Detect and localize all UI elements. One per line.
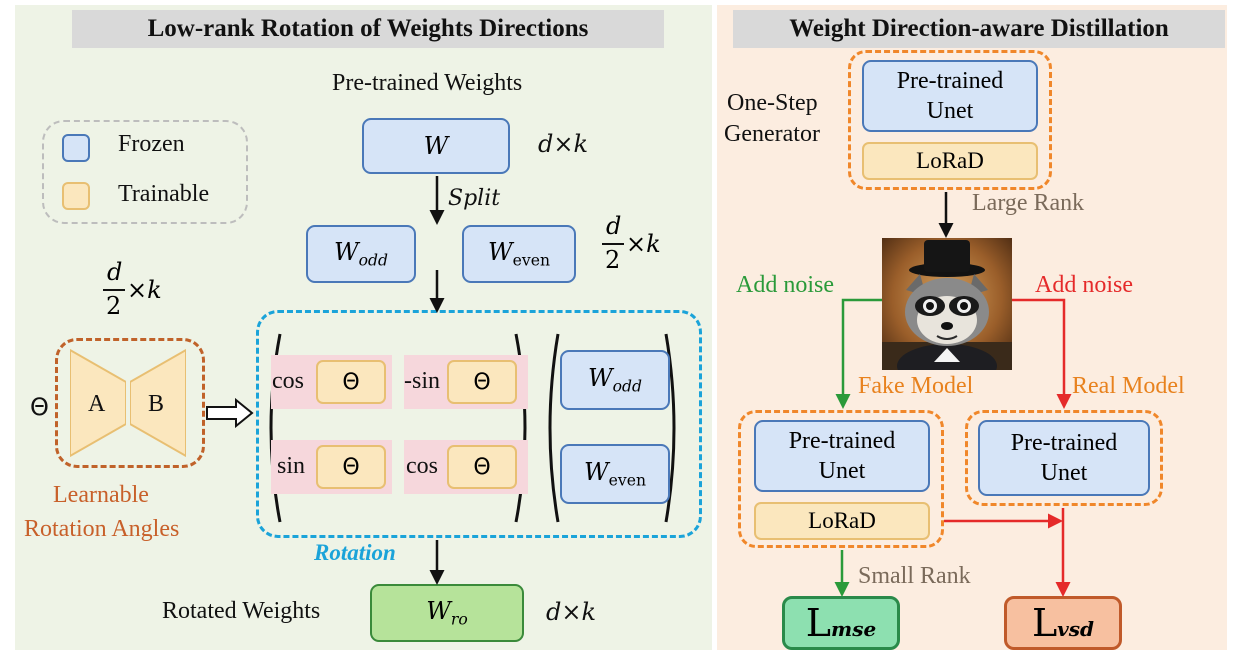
rotated-weights-label: Rotated Weights: [162, 598, 321, 624]
real-model-label: Real Model: [1072, 373, 1185, 399]
generator-unet-line1: Pre-trained: [896, 68, 1004, 94]
l-vsd-box: Lvsd: [1004, 596, 1122, 650]
half-dk-right-den: 2: [605, 246, 621, 274]
real-model-block: [965, 410, 1163, 506]
vector-w-even-box: Weven: [560, 444, 670, 504]
fake-lorad-label: LoRaD: [808, 508, 876, 533]
theta-box-2: Θ: [447, 360, 517, 404]
half-dk-right-num: d: [606, 212, 622, 240]
vector-w-odd-sub: odd: [612, 377, 643, 396]
half-dk-right-bar: [602, 243, 624, 245]
real-unet-line2: Unet: [1040, 460, 1088, 486]
vector-w-odd-box: Wodd: [560, 350, 670, 410]
one-step-line1: One-Step: [727, 90, 818, 116]
fake-model-label: Fake Model: [858, 373, 974, 399]
generator-unet-line2: Unet: [926, 98, 974, 124]
a-label: A: [88, 391, 106, 417]
hollow-arrow-icon: [206, 398, 254, 428]
w-even-sub: even: [512, 251, 550, 270]
split-label: Split: [448, 186, 501, 211]
encoder-a-shape: [70, 348, 126, 458]
l-mse-sub: mse: [831, 617, 877, 641]
real-unet-box: Pre-trained Unet: [978, 420, 1150, 496]
l-mse-box: Lmse: [782, 596, 900, 650]
neg-sin-label: -sin: [404, 368, 440, 394]
w-box: W: [362, 118, 510, 174]
add-noise-green-label: Add noise: [736, 272, 834, 298]
sin-label: sin: [277, 453, 306, 479]
dxk-top-label: d×k: [538, 130, 589, 158]
w-odd-sub: odd: [358, 251, 389, 270]
fake-model-block: [738, 410, 944, 548]
theta-box-1: Θ: [316, 360, 386, 404]
legend-frozen-swatch: [62, 134, 90, 162]
w-odd-box: Wodd: [306, 225, 416, 283]
generator-unet-box: Pre-trained Unet: [862, 60, 1038, 132]
add-noise-red-label: Add noise: [1035, 272, 1133, 298]
vector-w-even-sub: even: [608, 471, 646, 490]
generated-raccoon-image: [882, 238, 1012, 370]
l-vsd-base: L: [1031, 601, 1058, 645]
real-unet-line1: Pre-trained: [1010, 430, 1118, 456]
generator-block: [848, 50, 1052, 190]
legend-trainable-swatch: [62, 182, 90, 210]
dxk-bottom-label: d×k: [546, 598, 597, 626]
theta-1: Θ: [342, 369, 360, 395]
fake-lorad-box: LoRaD: [754, 502, 930, 540]
small-rank-label: Small Rank: [858, 563, 971, 589]
generator-lorad-label: LoRaD: [916, 148, 984, 173]
legend-frozen-label: Frozen: [118, 131, 185, 157]
w-symbol: W: [423, 132, 449, 160]
l-vsd-sub: vsd: [1057, 617, 1095, 641]
theta-label: Θ: [30, 393, 49, 421]
one-step-line2: Generator: [724, 121, 820, 147]
half-dk-right-suffix: ×k: [626, 230, 661, 258]
legend-trainable-label: Trainable: [118, 181, 210, 207]
half-dk-left-den: 2: [106, 292, 122, 320]
theta-4: Θ: [473, 454, 491, 480]
theta-2: Θ: [473, 369, 491, 395]
pretrained-weights-label: Pre-trained Weights: [332, 70, 523, 96]
rotation-label: Rotation: [314, 540, 396, 565]
angle-module: [55, 338, 205, 468]
w-ro-sub: ro: [450, 610, 468, 629]
left-title: Low-rank Rotation of Weights Directions: [72, 10, 664, 48]
generator-lorad-box: LoRaD: [862, 142, 1038, 180]
theta-box-3: Θ: [316, 445, 386, 489]
l-mse-base: L: [805, 601, 832, 645]
w-ro-base: W: [426, 597, 451, 626]
w-even-base: W: [488, 238, 513, 267]
rotation-block: [256, 310, 702, 538]
half-dk-left-num: d: [107, 258, 123, 286]
half-dk-left-suffix: ×k: [127, 276, 162, 304]
theta-3: Θ: [342, 454, 360, 480]
arrow-image-to-fake-model: [835, 298, 882, 409]
cos-top-label: cos: [272, 368, 304, 394]
half-dk-left-bar: [103, 289, 125, 291]
w-ro-box: Wro: [370, 584, 524, 642]
left-panel: [15, 5, 712, 650]
large-rank-label: Large Rank: [972, 190, 1085, 216]
cos-bottom-label: cos: [406, 453, 438, 479]
arrow-image-to-real-model: [1012, 298, 1072, 409]
legend: [42, 120, 248, 224]
b-label: B: [148, 391, 165, 417]
learnable-line2: Rotation Angles: [24, 516, 180, 542]
fake-unet-line2: Unet: [818, 458, 866, 484]
fake-unet-box: Pre-trained Unet: [754, 420, 930, 492]
theta-box-4: Θ: [447, 445, 517, 489]
vector-w-even-base: W: [584, 458, 609, 487]
w-even-box: Weven: [462, 225, 576, 283]
learnable-line1: Learnable: [53, 482, 149, 508]
vector-w-odd-base: W: [587, 364, 613, 393]
right-title: Weight Direction-aware Distillation: [733, 10, 1225, 48]
decoder-b-shape: [130, 348, 186, 458]
fake-unet-line1: Pre-trained: [788, 428, 896, 454]
w-odd-base: W: [333, 238, 359, 267]
